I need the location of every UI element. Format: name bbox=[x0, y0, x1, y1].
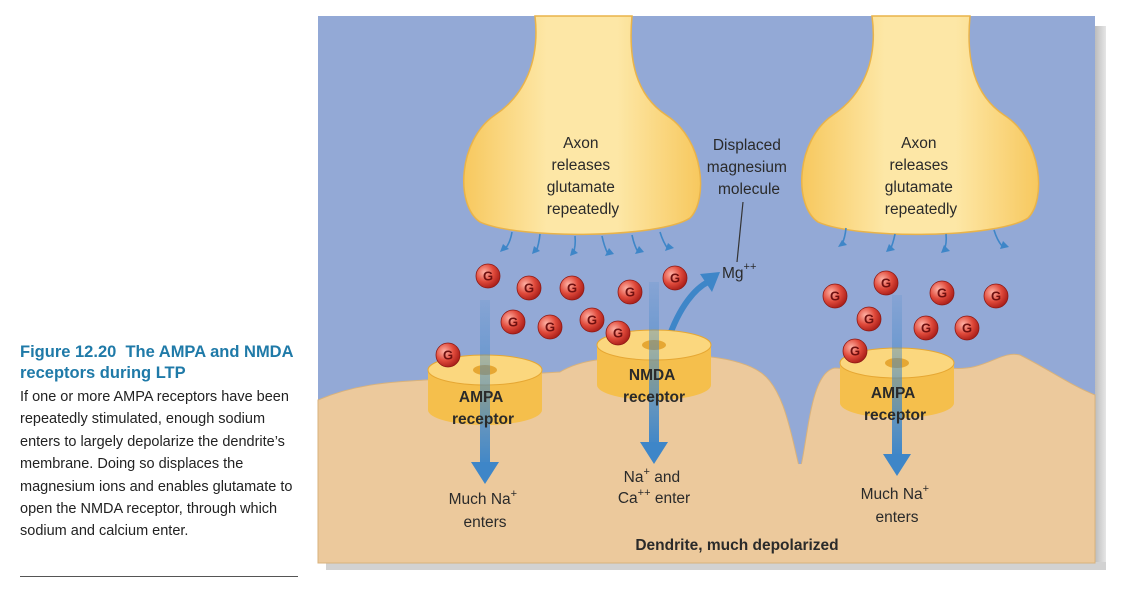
caption-title: Figure 12.20 The AMPA and NMDA receptors… bbox=[20, 342, 300, 384]
glutamate-molecule: G bbox=[579, 307, 605, 333]
glutamate-symbol: G bbox=[881, 276, 891, 291]
ion-arrow-right bbox=[883, 295, 911, 476]
glutamate-symbol: G bbox=[850, 344, 860, 359]
glutamate-molecule: G bbox=[873, 270, 899, 296]
glutamate-symbol: G bbox=[625, 285, 635, 300]
glutamate-symbol: G bbox=[524, 281, 534, 296]
ion-middle-label: Na+ and Ca++ enter bbox=[618, 466, 690, 507]
glutamate-symbol: G bbox=[545, 320, 555, 335]
figure-number: Figure 12.20 bbox=[20, 343, 117, 361]
axon-terminal-left bbox=[463, 15, 702, 236]
glutamate-symbol: G bbox=[508, 315, 518, 330]
caption-body: If one or more AMPA receptors have been … bbox=[20, 389, 293, 540]
glutamate-molecule: G bbox=[822, 283, 848, 309]
glutamate-symbol: G bbox=[587, 313, 597, 328]
ion-arrow-middle bbox=[640, 282, 668, 464]
glutamate-molecule: G bbox=[617, 279, 643, 305]
panel-shadow-bottom bbox=[326, 562, 1106, 570]
release-arrowheads-right bbox=[838, 240, 1009, 253]
glutamate-symbol: G bbox=[830, 289, 840, 304]
glutamate-molecule: G bbox=[842, 338, 868, 364]
glutamate-symbol: G bbox=[483, 269, 493, 284]
caption-divider bbox=[20, 576, 298, 577]
displaced-magnesium-label: Displaced magnesium molecule bbox=[707, 137, 791, 198]
panel-shadow bbox=[1094, 26, 1106, 564]
dendrite-label: Dendrite, much depolarized bbox=[635, 537, 838, 554]
nmda-label: NMDA receptor bbox=[623, 367, 685, 406]
glutamate-symbol: G bbox=[864, 312, 874, 327]
magnesium-pointer-line bbox=[736, 201, 744, 263]
ion-left-label: Much Na+ enters bbox=[449, 484, 522, 531]
glutamate-symbol: G bbox=[962, 321, 972, 336]
glutamate-molecule: G bbox=[605, 320, 631, 346]
glutamate-molecule: G bbox=[435, 342, 461, 368]
glutamate-symbol: G bbox=[613, 326, 623, 341]
glutamate-molecule: G bbox=[913, 315, 939, 341]
glutamate-molecule: G bbox=[856, 306, 882, 332]
glutamate-symbol: G bbox=[443, 348, 453, 363]
axon-left-label: Axon releases glutamate repeatedly bbox=[547, 135, 620, 218]
glutamate-symbol: G bbox=[921, 321, 931, 336]
glutamate-molecule: G bbox=[983, 283, 1009, 309]
ampa-left-label: AMPA receptor bbox=[452, 389, 514, 428]
glutamate-molecule: G bbox=[929, 280, 955, 306]
glutamate-molecule: G bbox=[954, 315, 980, 341]
ampa-right-label: AMPA receptor bbox=[864, 385, 926, 424]
dendrite-gap-fill bbox=[790, 464, 810, 476]
magnesium-exit-arrowhead bbox=[700, 272, 720, 292]
axon-terminal-right bbox=[801, 15, 1040, 236]
glutamate-molecule: G bbox=[662, 265, 688, 291]
glutamate-symbol: G bbox=[937, 286, 947, 301]
glutamate-symbol: G bbox=[670, 271, 680, 286]
axon-right-label: Axon releases glutamate repeatedly bbox=[885, 135, 958, 218]
glutamate-molecule: G bbox=[500, 309, 526, 335]
magnesium-ion-label: Mg++ bbox=[722, 261, 756, 282]
glutamate-molecule: G bbox=[516, 275, 542, 301]
figure-caption: Figure 12.20 The AMPA and NMDA receptors… bbox=[20, 342, 300, 543]
glutamate-symbol: G bbox=[567, 281, 577, 296]
glutamate-molecule: G bbox=[537, 314, 563, 340]
figure-title: The AMPA and NMDA receptors during LTP bbox=[20, 343, 293, 382]
glutamate-molecule: G bbox=[559, 275, 585, 301]
glutamate-molecule: G bbox=[475, 263, 501, 289]
glutamate-symbol: G bbox=[991, 289, 1001, 304]
ion-arrow-left bbox=[471, 300, 499, 484]
ion-right-label: Much Na+ enters bbox=[861, 479, 934, 526]
glutamate-molecules: G G G G G G G G G G G G G G G G G G bbox=[435, 263, 1009, 368]
release-arrowheads-left bbox=[500, 243, 674, 256]
